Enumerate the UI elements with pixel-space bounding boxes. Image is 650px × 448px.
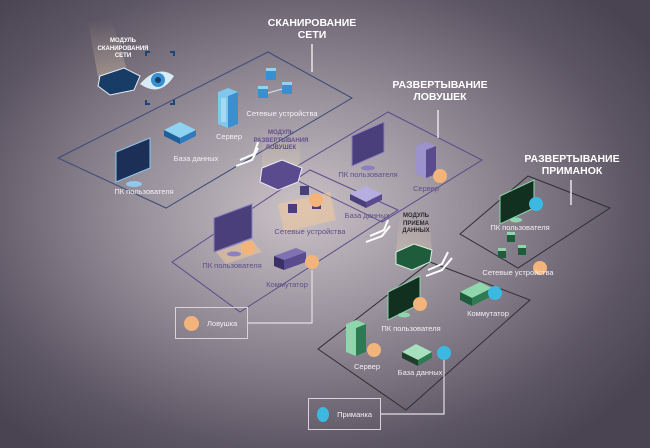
trap-section-title: РАЗВЕРТЫВАНИЕ ЛОВУШЕК bbox=[392, 79, 487, 103]
scan-module-label: МОДУЛЬ СКАНИРОВАНИЯ СЕТИ bbox=[98, 38, 149, 61]
scan-zone-outline bbox=[56, 51, 354, 209]
data-module-line2: ПРИЕМА bbox=[403, 220, 429, 227]
trap-bottom-pc-icon bbox=[213, 203, 262, 264]
trap-beam bbox=[262, 130, 300, 170]
trap-top-server-icon bbox=[416, 142, 436, 178]
legend-trap-label: Ловушка bbox=[207, 318, 238, 328]
legend-lure-label: Приманка bbox=[337, 409, 372, 419]
trap-badge-icon bbox=[241, 169, 547, 357]
lure-top-switch-icon bbox=[460, 282, 492, 306]
scan-title-line1: СКАНИРОВАНИЕ bbox=[267, 17, 357, 29]
trap-top-pc-icon bbox=[351, 121, 385, 171]
lure-bottom-user-pc-label: ПК пользователя bbox=[381, 324, 441, 333]
scan-server-icon bbox=[218, 88, 238, 128]
flow-chevrons-2 bbox=[365, 219, 391, 243]
lure-top-network-devices-label: Сетевые устройства bbox=[482, 268, 554, 277]
trap-title-line2: ЛОВУШЕК bbox=[413, 91, 467, 103]
lure-top-switch-label: Коммутатор bbox=[467, 309, 509, 318]
data-module-hexagon bbox=[395, 243, 433, 271]
legend-lure: Приманка bbox=[308, 398, 381, 430]
trap-legend-icon bbox=[184, 315, 199, 331]
lure-top-user-pc-label: ПК пользователя bbox=[490, 223, 550, 232]
trap-module-line1: МОДУЛЬ bbox=[268, 130, 294, 136]
scan-module-line1: МОДУЛЬ bbox=[110, 38, 136, 44]
data-module-line3: ДАННЫХ bbox=[402, 228, 430, 234]
trap-bottom-network-devices-label: Сетевые устройства bbox=[274, 227, 346, 236]
lure-top-pc-icon bbox=[499, 179, 535, 225]
trap-title-line1: РАЗВЕРТЫВАНИЕ bbox=[392, 79, 488, 91]
data-beam bbox=[396, 210, 432, 252]
scan-user-pc-label: ПК пользователя bbox=[114, 187, 174, 196]
scan-section-title: СКАНИРОВАНИЕ СЕТИ bbox=[268, 17, 357, 41]
lure-legend-connector bbox=[380, 355, 445, 415]
lure-bottom-database-icon bbox=[402, 344, 432, 366]
trap-top-user-pc-label: ПК пользователя bbox=[338, 170, 398, 179]
trap-top-database-icon bbox=[350, 186, 382, 208]
trap-bottom-user-pc-label: ПК пользователя bbox=[202, 261, 262, 270]
flow-chevrons-3 bbox=[425, 251, 453, 277]
scan-server-label: Сервер bbox=[215, 132, 243, 141]
trap-module-line3: ЛОВУШЕК bbox=[265, 145, 297, 151]
eye-icon bbox=[140, 51, 175, 105]
trap-bottom-network-device-icon bbox=[278, 186, 336, 232]
scan-module-line2: СКАНИРОВАНИЯ bbox=[97, 45, 149, 52]
trap-legend-connector bbox=[248, 270, 313, 324]
trap-module-label: МОДУЛЬ РАЗВЕРТЫВАНИЯ ЛОВУШЕК bbox=[254, 130, 309, 153]
lure-bottom-database-label: База данных bbox=[397, 368, 443, 377]
trap-module-hexagon bbox=[259, 159, 303, 191]
trap-bottom-switch-label: Коммутатор bbox=[266, 280, 308, 289]
scan-pc-icon bbox=[115, 137, 151, 187]
trap-zone-top-outline bbox=[282, 111, 484, 223]
lure-section-title: РАЗВЕРТЫВАНИЕ ПРИМАНОК bbox=[524, 153, 619, 177]
lure-zone-top-outline bbox=[459, 175, 612, 269]
scan-title-line2: СЕТИ bbox=[297, 29, 327, 41]
lure-badge-icon bbox=[437, 197, 543, 360]
scan-database-icon bbox=[164, 122, 196, 144]
lure-legend-icon bbox=[317, 406, 330, 422]
flow-chevrons-1 bbox=[235, 141, 259, 167]
lure-bottom-server-icon bbox=[346, 320, 366, 356]
lure-title-line1: РАЗВЕРТЫВАНИЕ bbox=[524, 153, 620, 165]
lure-bottom-server-label: Сервер bbox=[353, 362, 381, 371]
lure-title-line2: ПРИМАНОК bbox=[541, 165, 603, 177]
trap-bottom-switch-icon bbox=[274, 248, 306, 270]
scan-module-line3: СЕТИ bbox=[114, 53, 132, 59]
legend-trap: Ловушка bbox=[175, 307, 248, 339]
scan-network-device-icon bbox=[258, 68, 292, 98]
trap-top-server-label: Сервер bbox=[412, 184, 440, 193]
scan-database-label: База данных bbox=[173, 154, 219, 163]
trap-top-database-label: База данных bbox=[344, 211, 390, 220]
trap-module-line2: РАЗВЕРТЫВАНИЯ bbox=[253, 137, 309, 144]
lure-top-network-device-icon bbox=[498, 232, 526, 258]
data-module-label: МОДУЛЬ ПРИЕМА ДАННЫХ bbox=[402, 213, 429, 236]
scan-module-hexagon bbox=[97, 67, 141, 96]
data-module-line1: МОДУЛЬ bbox=[403, 213, 429, 219]
scan-network-devices-label: Сетевые устройства bbox=[246, 109, 318, 118]
